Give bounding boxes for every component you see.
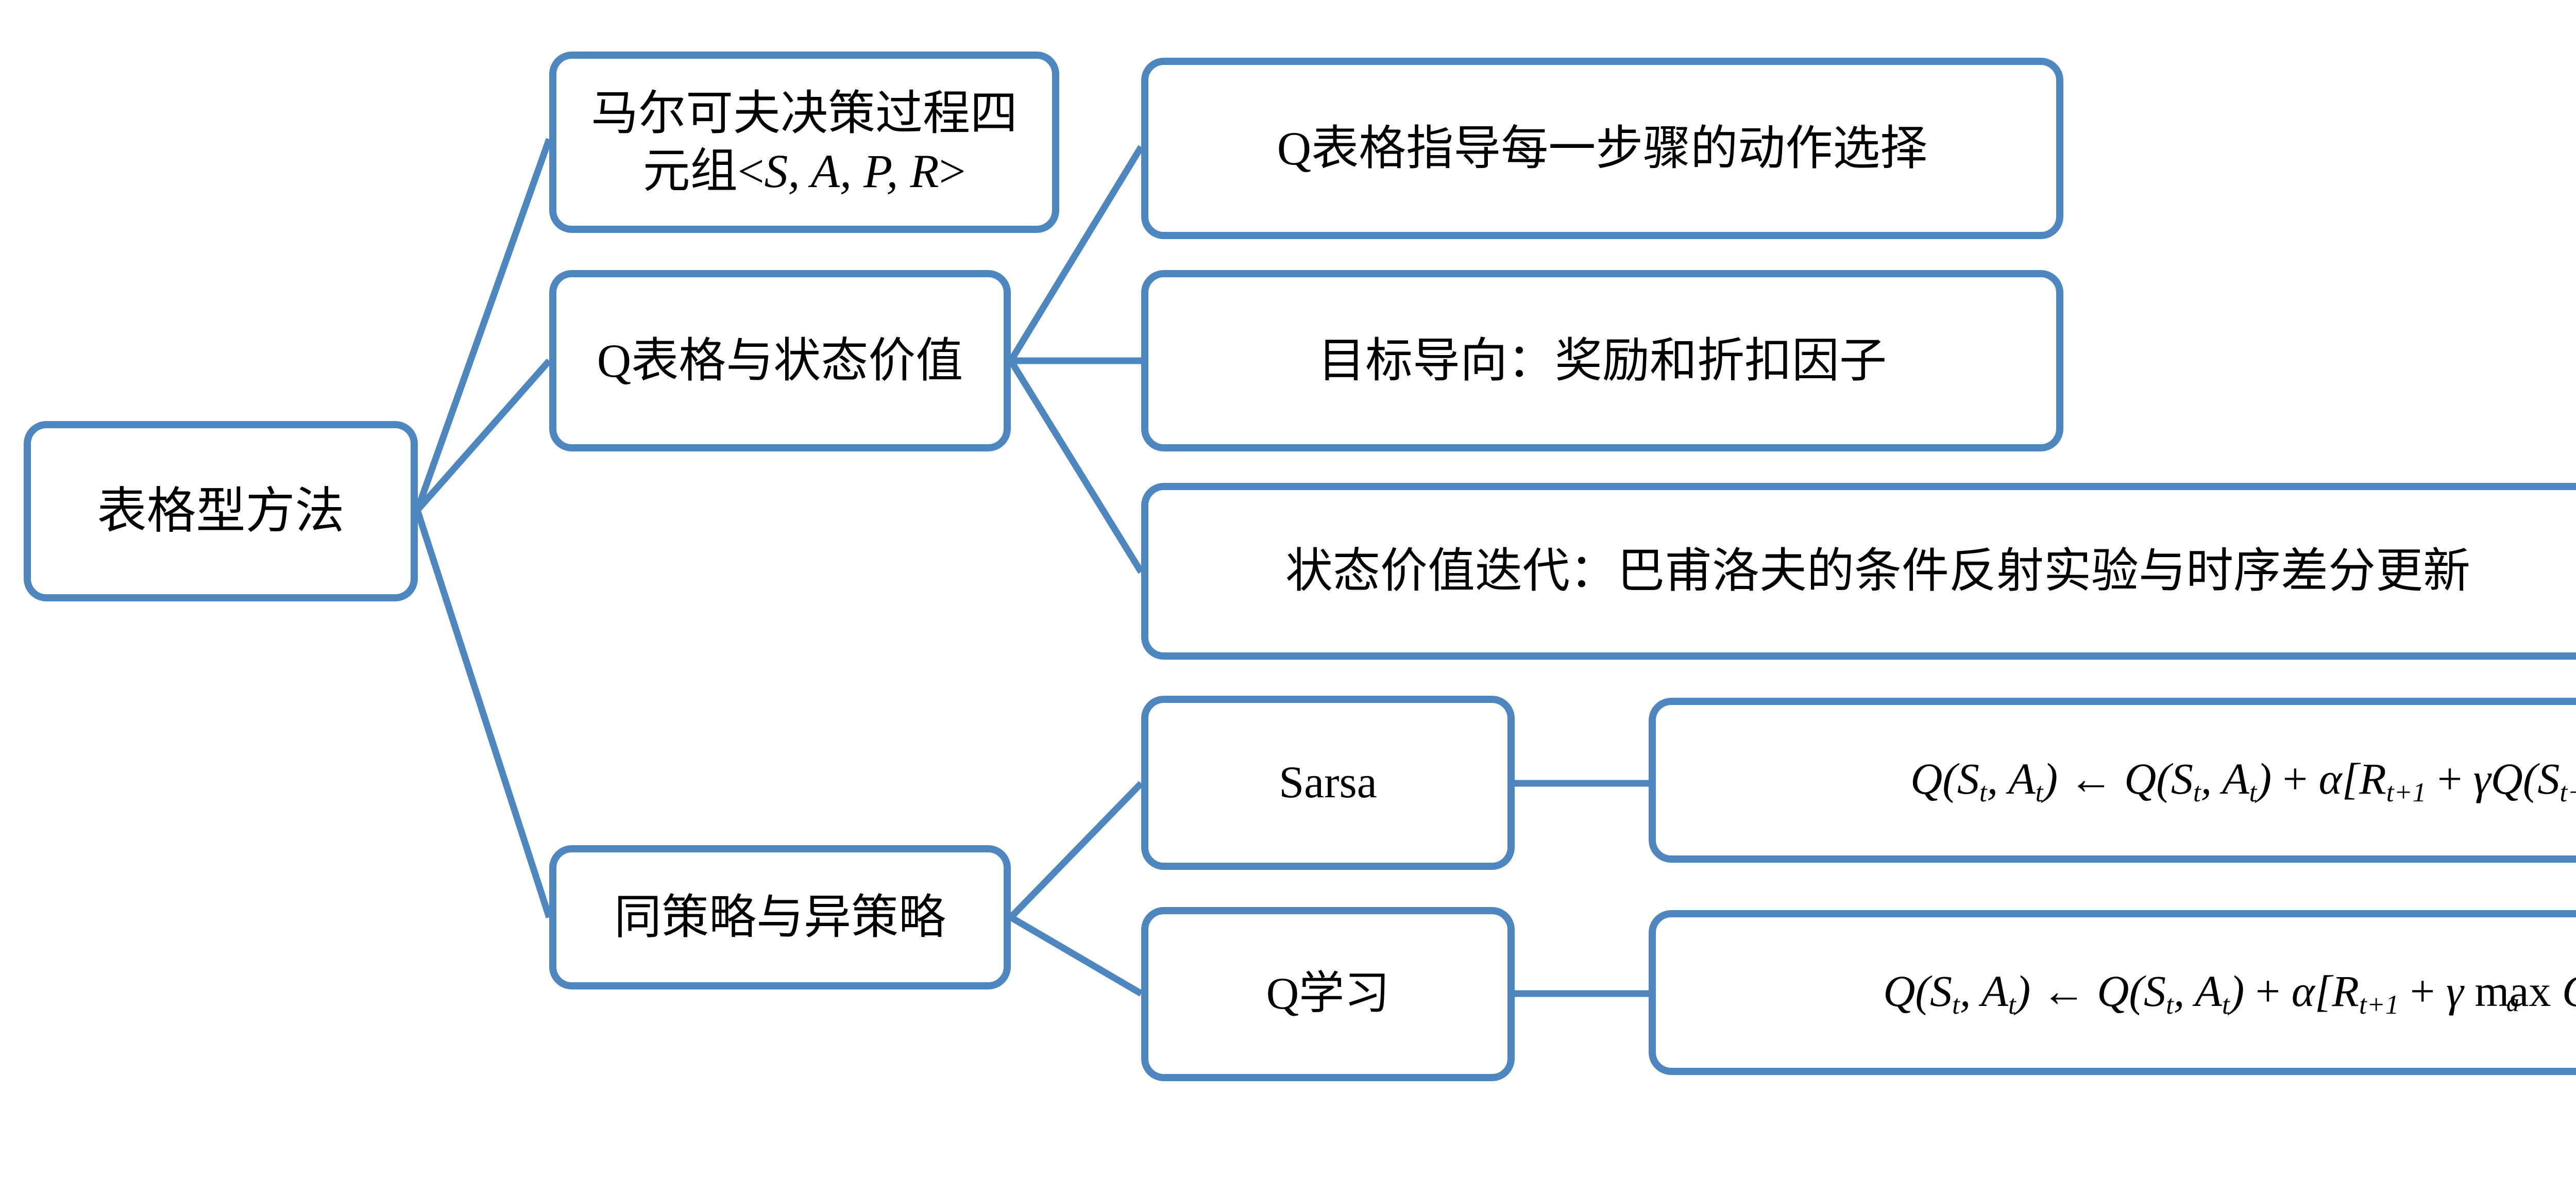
node-q-guide-action[interactable]: Q表格指导每一步骤的动作选择 <box>1141 58 2063 239</box>
node-q-learning-label: Q学习 <box>1266 969 1390 1019</box>
node-mdp-line2-math: S, A, P, R <box>764 145 939 197</box>
node-mdp-line1: 马尔可夫决策过程四 <box>590 87 1018 140</box>
sarsa-formula-expression: Q(St, At) ← Q(St, At) + α[Rt+1 + γQ(St+1… <box>1910 753 2576 808</box>
node-state-value-iteration-label: 状态价值迭代：巴甫洛夫的条件反射实验与时序差分更新 <box>1285 545 2470 598</box>
node-q-learning[interactable]: Q学习 <box>1141 907 1515 1081</box>
connector-qtable-to-guide <box>1008 145 1144 363</box>
formula-connectors <box>1515 780 1649 997</box>
node-q-table-state-value[interactable]: Q表格与状态价值 <box>549 270 1011 451</box>
connector-root-to-policy <box>414 509 553 919</box>
connector-root-to-qtable <box>415 358 552 513</box>
policy-connectors <box>1008 781 1144 997</box>
node-on-off-policy-label: 同策略与异策略 <box>614 891 946 944</box>
qtable-connectors <box>1008 145 1144 574</box>
node-state-value-iteration[interactable]: 状态价值迭代：巴甫洛夫的条件反射实验与时序差分更新 <box>1141 483 2576 660</box>
node-mdp[interactable]: 马尔可夫决策过程四 元组<S, A, P, R> <box>549 52 1059 233</box>
node-q-guide-action-label: Q表格指导每一步骤的动作选择 <box>1277 122 1928 175</box>
connector-root-to-mdp <box>414 138 553 512</box>
node-on-off-policy[interactable]: 同策略与异策略 <box>549 845 1011 989</box>
node-q-table-state-value-label: Q表格与状态价值 <box>597 334 963 387</box>
connector-policy-to-sarsa <box>1008 781 1144 920</box>
node-mdp-line2-suffix: > <box>939 145 966 197</box>
node-mdp-label: 马尔可夫决策过程四 元组<S, A, P, R> <box>570 85 1039 200</box>
connector-policy-to-qlearning <box>1009 914 1143 997</box>
connector-qtable-to-iteration <box>1008 359 1144 574</box>
node-sarsa-label: Sarsa <box>1279 758 1377 808</box>
node-sarsa-formula[interactable]: Q(St, At) ← Q(St, At) + α[Rt+1 + γQ(St+1… <box>1649 698 2576 863</box>
node-root[interactable]: 表格型方法 <box>24 421 418 601</box>
node-goal-oriented[interactable]: 目标导向：奖励和折扣因子 <box>1141 270 2063 451</box>
root-connectors <box>414 138 553 919</box>
node-root-label: 表格型方法 <box>97 483 345 539</box>
node-goal-oriented-label: 目标导向：奖励和折扣因子 <box>1317 334 1887 387</box>
node-mdp-line2-prefix: 元组< <box>642 145 765 197</box>
node-sarsa[interactable]: Sarsa <box>1141 696 1515 870</box>
